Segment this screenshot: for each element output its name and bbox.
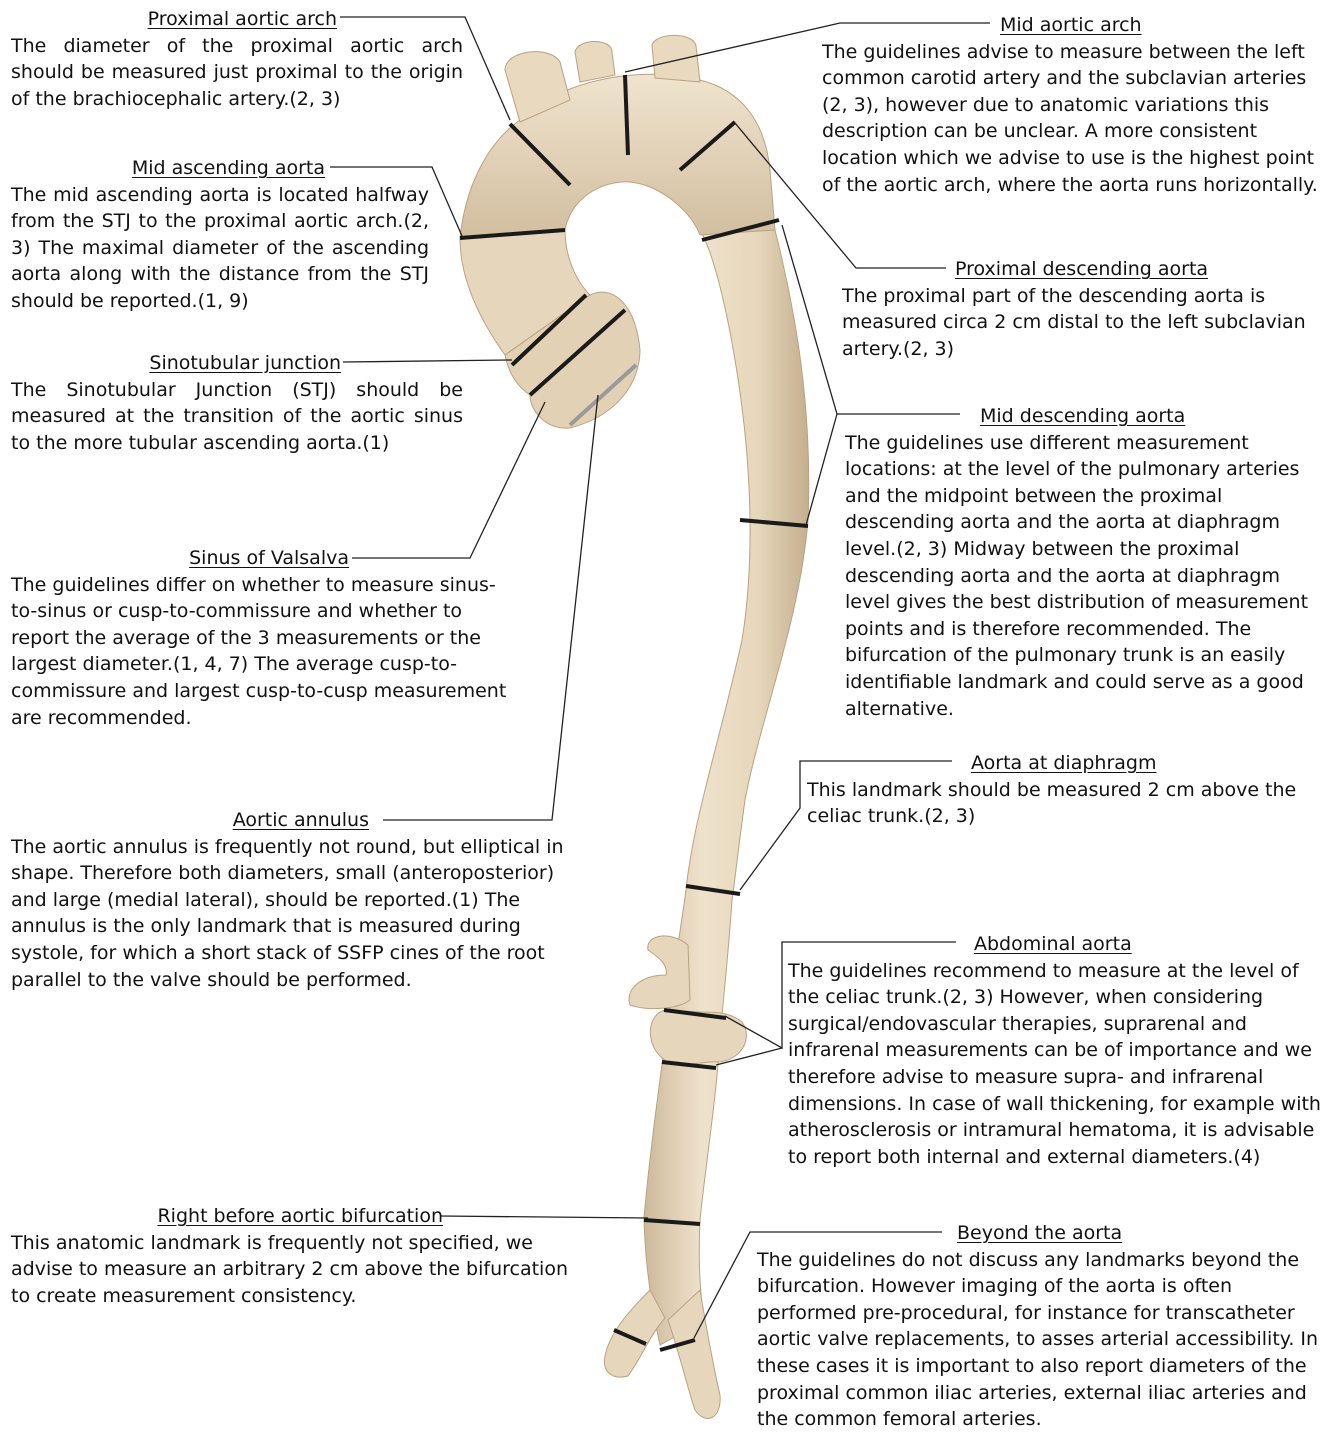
text-proximal-aortic-arch: The diameter of the proximal aortic arch… bbox=[11, 33, 463, 113]
title-mid-aortic-arch: Mid aortic arch bbox=[822, 12, 1322, 39]
annotation-beyond-the-aorta: Beyond the aorta The guidelines do not d… bbox=[757, 1220, 1322, 1433]
annotation-right-before-bifurcation: Right before aortic bifurcation This ana… bbox=[11, 1203, 581, 1309]
title-mid-descending-aorta: Mid descending aorta bbox=[845, 403, 1325, 430]
subclavian-branch bbox=[652, 35, 700, 82]
text-sinotubular-junction: The Sinotubular Junction (STJ) should be… bbox=[11, 377, 463, 457]
text-abdominal-aorta: The guidelines recommend to measure at t… bbox=[788, 958, 1323, 1171]
leader-mid-desc-2 bbox=[806, 414, 837, 525]
title-sinus-of-valsalva: Sinus of Valsalva bbox=[11, 545, 511, 572]
annotation-aorta-at-diaphragm: Aorta at diaphragm This landmark should … bbox=[807, 750, 1307, 830]
annotation-aortic-annulus: Aortic annulus The aortic annulus is fre… bbox=[11, 807, 591, 993]
text-proximal-descending-aorta: The proximal part of the descending aort… bbox=[842, 283, 1322, 363]
text-right-before-bifurcation: This anatomic landmark is frequently not… bbox=[11, 1230, 581, 1310]
annotation-sinus-of-valsalva: Sinus of Valsalva The guidelines differ … bbox=[11, 545, 511, 731]
text-beyond-the-aorta: The guidelines do not discuss any landma… bbox=[757, 1247, 1322, 1433]
text-aortic-annulus: The aortic annulus is frequently not rou… bbox=[11, 834, 591, 994]
carotid-branch bbox=[575, 42, 615, 83]
title-mid-ascending-aorta: Mid ascending aorta bbox=[11, 155, 429, 182]
text-sinus-of-valsalva: The guidelines differ on whether to meas… bbox=[11, 572, 511, 732]
aortic-arch-shape bbox=[460, 74, 775, 238]
annotation-mid-ascending-aorta: Mid ascending aorta The mid ascending ao… bbox=[11, 155, 429, 315]
celiac-trunk-shape bbox=[629, 936, 690, 1009]
title-beyond-the-aorta: Beyond the aorta bbox=[757, 1220, 1322, 1247]
annotation-abdominal-aorta: Abdominal aorta The guidelines recommend… bbox=[788, 931, 1323, 1170]
title-right-before-bifurcation: Right before aortic bifurcation bbox=[11, 1203, 581, 1230]
text-mid-descending-aorta: The guidelines use different measurement… bbox=[845, 430, 1325, 723]
title-aorta-at-diaphragm: Aorta at diaphragm bbox=[807, 750, 1307, 777]
annotation-mid-aortic-arch: Mid aortic arch The guidelines advise to… bbox=[822, 12, 1322, 198]
renal-arteries-shape bbox=[650, 1010, 746, 1064]
right-iliac-artery-shape bbox=[604, 1290, 665, 1377]
title-abdominal-aorta: Abdominal aorta bbox=[788, 931, 1323, 958]
text-mid-ascending-aorta: The mid ascending aorta is located halfw… bbox=[11, 182, 429, 315]
title-proximal-descending-aorta: Proximal descending aorta bbox=[842, 256, 1322, 283]
title-aortic-annulus: Aortic annulus bbox=[11, 807, 591, 834]
title-proximal-aortic-arch: Proximal aortic arch bbox=[11, 6, 463, 33]
annotation-sinotubular-junction: Sinotubular junction The Sinotubular Jun… bbox=[11, 350, 463, 456]
annotation-proximal-aortic-arch: Proximal aortic arch The diameter of the… bbox=[11, 6, 463, 112]
text-aorta-at-diaphragm: This landmark should be measured 2 cm ab… bbox=[807, 777, 1307, 830]
title-sinotubular-junction: Sinotubular junction bbox=[11, 350, 463, 377]
descending-aorta-shape bbox=[644, 159, 809, 1345]
text-mid-aortic-arch: The guidelines advise to measure between… bbox=[822, 39, 1322, 199]
annotation-proximal-descending-aorta: Proximal descending aorta The proximal p… bbox=[842, 256, 1322, 362]
annotation-mid-descending-aorta: Mid descending aorta The guidelines use … bbox=[845, 403, 1325, 722]
